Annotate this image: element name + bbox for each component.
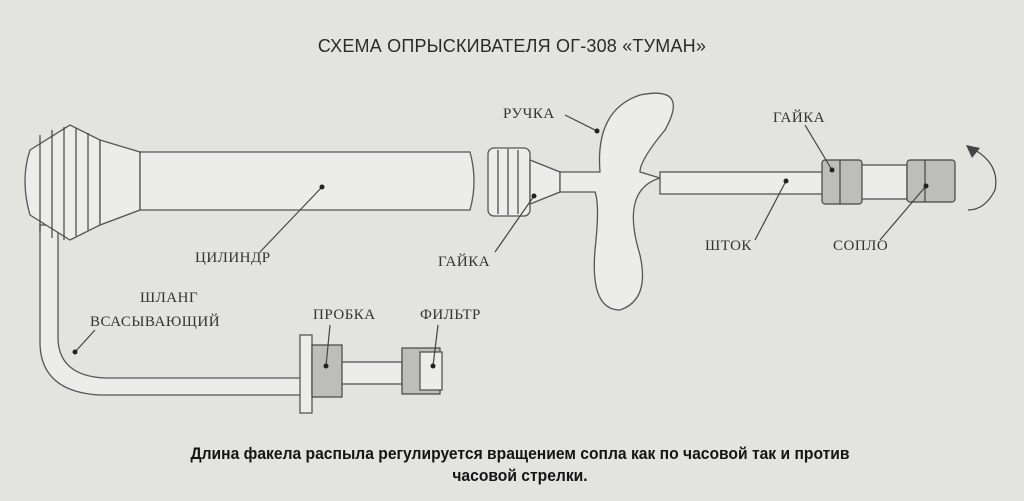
rotation-arrow-icon — [967, 149, 997, 211]
label-handle: РУЧКА — [503, 106, 555, 122]
lower-nut — [487, 147, 561, 217]
nozzle-assembly — [821, 159, 956, 205]
label-rod: ШТОК — [705, 238, 752, 254]
rod — [659, 171, 826, 195]
label-plug: ПРОБКА — [313, 307, 376, 323]
label-nut-lower: ГАЙКА — [438, 253, 490, 270]
caption: Длина факела распыла регулируется вращен… — [78, 443, 961, 487]
plug — [299, 334, 403, 414]
cylinder — [139, 151, 475, 211]
handle — [559, 92, 674, 311]
leader-lines — [72, 114, 929, 369]
label-nozzle: СОПЛО — [833, 238, 888, 254]
label-cylinder: ЦИЛИНДР — [195, 250, 271, 266]
filter — [401, 347, 443, 395]
arrow-head-icon — [966, 145, 980, 158]
label-hose-line1: ШЛАНГ — [140, 290, 198, 306]
label-hose-line2: ВСАСЫВАЮЩИЙ — [90, 313, 220, 330]
caption-line-2: часовой стрелки. — [452, 466, 588, 485]
caption-line-1: Длина факела распыла регулируется вращен… — [190, 444, 850, 463]
cylinder-end-cap — [24, 124, 141, 241]
diagram-title: СХЕМА ОПРЫСКИВАТЕЛЯ ОГ-308 «ТУМАН» — [317, 36, 707, 56]
label-filter: ФИЛЬТР — [420, 307, 481, 323]
label-nut-upper: ГАЙКА — [773, 109, 825, 126]
